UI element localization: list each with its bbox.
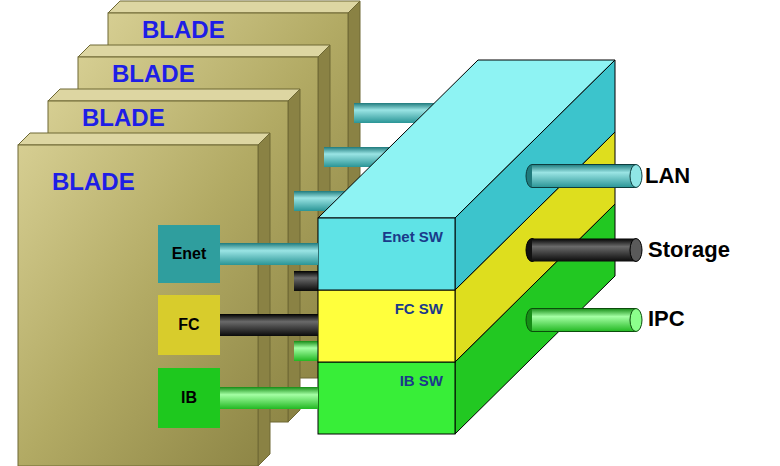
fc-port: FC: [158, 295, 220, 355]
switch-label: IB SW: [400, 372, 443, 389]
port-label: FC: [178, 316, 199, 334]
blade-top-face: [18, 133, 270, 145]
enet-port: Enet: [158, 225, 220, 283]
blade-front-face: [18, 145, 258, 466]
storage-cable: [526, 239, 642, 262]
blade-label: BLADE: [142, 17, 225, 43]
blade-label: BLADE: [82, 105, 165, 131]
ib-port: IB: [158, 368, 220, 428]
switch-label: Enet SW: [382, 228, 443, 245]
switch-front-face: [318, 362, 455, 434]
lan-cable: [526, 165, 642, 188]
switch-front-face: [318, 218, 455, 290]
cable-body: [220, 243, 318, 265]
cable-connector: [220, 387, 318, 409]
switch-label: FC SW: [395, 300, 443, 317]
port-label: IB: [181, 389, 197, 407]
cable-connector: [220, 243, 318, 265]
blade-top-face: [48, 89, 300, 101]
cable-body: [220, 387, 318, 409]
network-label: Storage: [648, 237, 730, 263]
blade-label: BLADE: [52, 169, 135, 195]
fc-switch: FC SW: [318, 290, 455, 362]
blade-side-face: [258, 133, 270, 466]
cable-connector: [220, 314, 318, 336]
switch-front-face: [318, 290, 455, 362]
port-label: Enet: [172, 245, 207, 263]
enet-switch: Enet SW: [318, 218, 455, 290]
network-label: IPC: [648, 306, 685, 332]
blade-server: BLADE EnetFC IB: [18, 145, 258, 466]
cable-body: [220, 314, 318, 336]
ib-switch: IB SW: [318, 362, 455, 434]
network-label: LAN: [645, 163, 690, 189]
blade-top-face: [78, 45, 330, 57]
ipc-cable: [526, 309, 642, 332]
blade-label: BLADE: [112, 61, 195, 87]
blade-top-face: [108, 1, 360, 13]
